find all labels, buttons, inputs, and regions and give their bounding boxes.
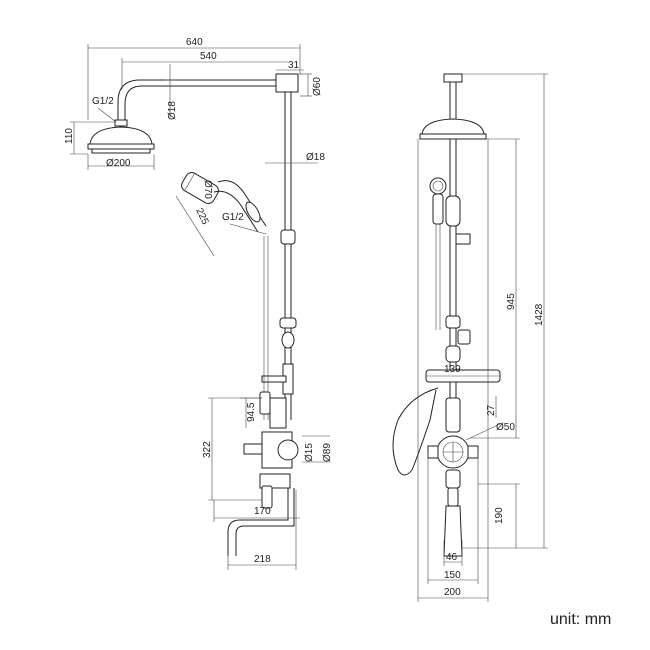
dimension-27: 27 xyxy=(486,396,497,418)
dim-218-label: 218 xyxy=(254,554,271,565)
dimension-200-front: 200 xyxy=(417,139,489,602)
dimension-945: 945 xyxy=(470,138,520,439)
dimension-170: 170 xyxy=(213,500,300,522)
front-view: 139 1428 945 27 Ø5 xyxy=(392,73,548,602)
dim-18-arm-label: Ø18 xyxy=(167,101,178,120)
g12-hand-label: G1/2 xyxy=(222,212,244,223)
dim-89-label: Ø89 xyxy=(322,443,333,462)
dim-170-label: 170 xyxy=(254,506,271,517)
side-view: 640 540 31 Ø60 Ø18 xyxy=(64,37,333,570)
overhead-arm: Ø18 xyxy=(117,64,299,122)
dim-46-label: 46 xyxy=(446,552,458,563)
dim-225-label: 225 xyxy=(193,207,210,227)
dimension-94-5: 94.5 xyxy=(240,397,262,428)
dim-70-label: Ø70 xyxy=(202,180,213,199)
dim-110-label: 110 xyxy=(64,128,75,144)
dimension-31: 31 xyxy=(276,60,304,71)
dimension-540: 540 xyxy=(121,51,288,90)
dim-200-head-label: Ø200 xyxy=(106,158,131,169)
dim-540-label: 540 xyxy=(200,51,217,62)
dim-200-front-label: 200 xyxy=(444,587,461,598)
dim-50-label: Ø50 xyxy=(496,422,515,433)
dim-150-label: 150 xyxy=(444,570,461,581)
dim-27-label: 27 xyxy=(486,404,497,416)
dimension-322: 322 xyxy=(202,397,262,501)
dim-60-label: Ø60 xyxy=(312,77,323,96)
dimension-640: 640 xyxy=(87,37,301,120)
g12-head-label: G1/2 xyxy=(92,96,114,107)
dim-94-5-label: 94.5 xyxy=(246,402,257,422)
dim-15-label: Ø15 xyxy=(304,443,315,462)
rose-shower-head: G1/2 110 Ø200 xyxy=(64,96,155,170)
dim-190-label: 190 xyxy=(494,507,505,524)
dim-1428-label: 1428 xyxy=(534,303,545,326)
dimension-190: 190 xyxy=(478,483,520,548)
dim-31-label: 31 xyxy=(288,60,300,71)
dimension-150: 150 xyxy=(427,450,479,584)
dimension-60: Ø60 xyxy=(300,73,323,97)
dim-18-riser-label: Ø18 xyxy=(306,152,325,163)
dim-139-label: 139 xyxy=(444,364,461,375)
dim-640-label: 640 xyxy=(186,37,203,48)
hand-shower: Ø70 225 G1/2 xyxy=(175,172,269,420)
dimension-15-89: Ø15 Ø89 xyxy=(302,435,333,463)
dim-945-label: 945 xyxy=(506,293,517,310)
riser-rail: Ø18 xyxy=(261,92,325,420)
dimension-46: 46 xyxy=(443,540,463,566)
unit-label: unit: mm xyxy=(550,611,611,628)
dimension-1428: 1428 xyxy=(462,73,548,549)
dimension-50: Ø50 xyxy=(465,422,515,441)
dimension-218: 218 xyxy=(227,490,297,570)
dim-322-label: 322 xyxy=(202,441,213,458)
valve-body xyxy=(227,391,299,556)
